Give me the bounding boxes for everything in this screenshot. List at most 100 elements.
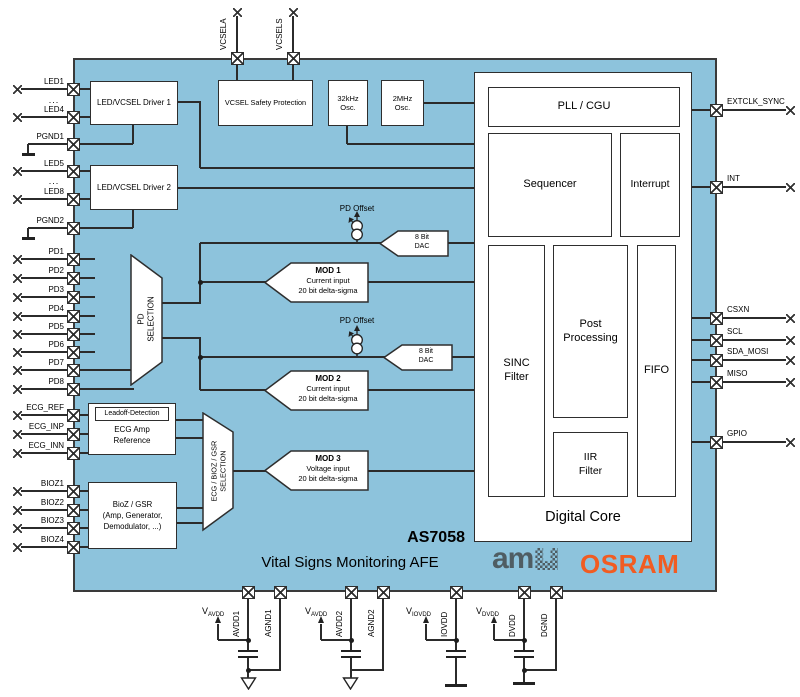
wire xyxy=(21,433,67,435)
wire xyxy=(27,144,29,153)
pin-label-BIOZ4: BIOZ4 xyxy=(40,535,64,544)
wire-end-x-icon xyxy=(288,7,298,17)
diagram-element xyxy=(130,254,163,386)
block-pll-cgu: PLL / CGU xyxy=(488,87,680,127)
pin-label-LED1: LED1 xyxy=(43,77,64,86)
diagram-element: IOVDD xyxy=(412,612,432,618)
wire-end-x-icon xyxy=(12,329,22,339)
supply-label-vavdd-2: VAVDD xyxy=(305,607,327,619)
wire xyxy=(21,315,67,317)
diagram-element xyxy=(342,677,359,690)
wire xyxy=(80,452,88,454)
diagram-element: SINC xyxy=(503,357,530,370)
wire xyxy=(292,64,294,80)
pin-label-ECG_INP: ECG_INP xyxy=(28,422,64,431)
wire-end-x-icon xyxy=(12,194,22,204)
diagram-element: 8 Bit xyxy=(414,234,429,241)
wire xyxy=(692,186,710,188)
diagram-element: Voltage input xyxy=(306,464,350,474)
pad-icon-AGND2 xyxy=(376,585,390,599)
ams-pixel-icon xyxy=(535,548,559,570)
pin-label-AGND2: AGND2 xyxy=(367,609,376,637)
wire xyxy=(493,624,495,640)
wire-end-x-icon xyxy=(12,347,22,357)
capacitor-plate-icon xyxy=(341,656,361,659)
block-sequencer: Sequencer xyxy=(488,133,612,237)
wire xyxy=(21,369,67,371)
wire xyxy=(692,109,710,111)
wire xyxy=(555,598,557,671)
wire xyxy=(692,441,710,443)
pin-label-CSXN: CSXN xyxy=(727,305,750,314)
pad-icon-PD7 xyxy=(67,363,80,377)
diagram-element: V xyxy=(202,606,209,616)
supply-label-vavdd-1: VAVDD xyxy=(202,606,224,619)
diagram-element xyxy=(351,228,363,241)
wire xyxy=(80,527,88,529)
pad-icon-PD5 xyxy=(67,327,80,341)
wire xyxy=(21,277,67,279)
wire-end-x-icon xyxy=(12,523,22,533)
diagram-element: PD xyxy=(137,313,146,325)
pin-label-AVDD1: AVDD1 xyxy=(232,610,241,637)
pin-label-PD3: PD3 xyxy=(48,285,64,294)
wire xyxy=(723,441,786,443)
diagram-element xyxy=(351,342,363,355)
wire-end-x-icon xyxy=(12,505,22,515)
pin-label-AVDD2: AVDD2 xyxy=(335,610,344,637)
wire xyxy=(347,143,474,145)
wire xyxy=(132,210,134,228)
ecg-bioz-gsr-selection-shape xyxy=(202,412,234,532)
wire xyxy=(368,470,474,472)
pin-label-VCSELS: VCSELS xyxy=(275,18,284,50)
pad-icon-ECG_REF xyxy=(67,408,80,422)
wire xyxy=(177,507,203,509)
wire xyxy=(132,125,134,144)
pin-label-PD7: PD7 xyxy=(48,358,64,367)
block-leadoff-detection: Leadoff-Detection xyxy=(95,407,169,421)
wire xyxy=(80,490,88,492)
chip-subtitle: Vital Signs Monitoring AFE xyxy=(261,554,439,571)
pd-selection-shape xyxy=(130,254,163,386)
wire xyxy=(455,598,457,650)
block-led-vcsel-driver-1: LED/VCSEL Driver 1 xyxy=(90,81,178,125)
wire-end-x-icon xyxy=(232,7,242,17)
wire xyxy=(236,16,238,52)
wire xyxy=(80,277,95,279)
wire xyxy=(723,317,786,319)
wire xyxy=(80,433,88,435)
diagram-element xyxy=(202,412,234,532)
pad-icon-CSXN xyxy=(710,311,723,325)
wire xyxy=(21,170,67,172)
wire xyxy=(21,116,67,118)
chip-name: AS7058 xyxy=(407,529,465,546)
wire xyxy=(21,351,67,353)
wire xyxy=(21,414,67,416)
diagram-element: VCSEL Safety Protection xyxy=(224,98,307,108)
wire xyxy=(200,389,266,391)
wire xyxy=(21,198,67,200)
wire xyxy=(80,116,90,118)
pad-icon-AVDD1 xyxy=(241,585,255,599)
pd-offset2-current-source-icon xyxy=(348,325,363,358)
wire xyxy=(27,228,29,237)
capacitor-plate-icon xyxy=(238,650,258,653)
wire xyxy=(292,16,294,52)
ground-bar-icon xyxy=(21,237,35,240)
wire xyxy=(321,639,351,641)
pin-label-LED8: LED8 xyxy=(43,187,64,196)
wire xyxy=(199,338,201,390)
wire-end-x-icon xyxy=(785,105,795,115)
block-led-vcsel-driver-2: LED/VCSEL Driver 2 xyxy=(90,165,178,210)
ground-bar-icon xyxy=(445,684,467,687)
diagram-element: PLL / CGU xyxy=(557,100,611,113)
wire xyxy=(200,281,266,283)
pin-label-DVDD: DVDD xyxy=(508,614,517,637)
diagram-element: Post xyxy=(579,317,602,330)
wire xyxy=(28,143,67,145)
diagram-element: DAC xyxy=(414,243,430,251)
diagram-element: Demodulator, ...) xyxy=(103,522,162,532)
